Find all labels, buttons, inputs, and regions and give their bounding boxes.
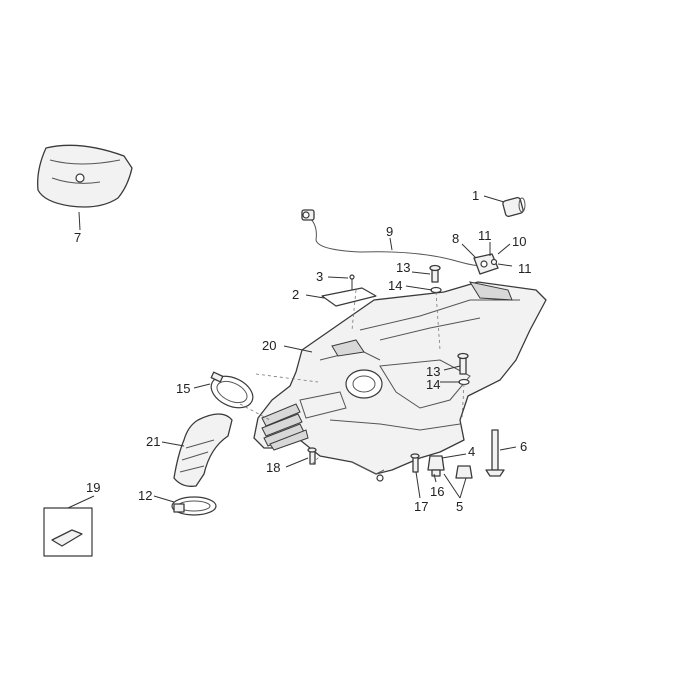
callout-13-lower: 13 [426, 364, 440, 379]
part-plug [502, 196, 526, 218]
callout-19: 19 [86, 480, 100, 495]
part-pin [485, 429, 505, 477]
part-screw-18 [307, 447, 317, 465]
callout-8: 8 [452, 231, 459, 246]
part-bag [37, 144, 133, 208]
part-cable [301, 209, 485, 267]
callout-14-lower: 14 [426, 377, 440, 392]
callout-18: 18 [266, 460, 280, 475]
callout-11-upper: 11 [478, 228, 492, 243]
part-clamp-12 [171, 496, 217, 516]
callout-21: 21 [146, 434, 160, 449]
callout-20: 20 [262, 338, 276, 353]
part-screw-3 [349, 274, 355, 290]
callout-12: 12 [138, 488, 152, 503]
callout-2: 2 [292, 287, 299, 302]
part-bolts-upper [429, 264, 442, 294]
callout-labels: 1 7 9 8 11 10 11 13 14 3 2 20 15 21 12 1… [74, 188, 532, 514]
callout-13-upper: 13 [396, 260, 410, 275]
part-bracket [473, 253, 499, 275]
callout-7: 7 [74, 230, 81, 245]
callout-11-lower: 11 [518, 261, 532, 276]
callout-16: 16 [430, 484, 444, 499]
callout-1: 1 [472, 188, 479, 203]
part-hose [173, 413, 233, 487]
callout-17: 17 [414, 499, 428, 514]
callout-4: 4 [468, 444, 475, 459]
callout-15: 15 [176, 381, 190, 396]
callout-9: 9 [386, 224, 393, 239]
part-main-panel [253, 281, 547, 482]
part-mounts [410, 453, 473, 479]
leader-lines [67, 195, 517, 509]
part-bolts-lower [457, 352, 470, 386]
callout-6: 6 [520, 439, 527, 454]
part-clamp-15 [210, 371, 254, 409]
callout-14-upper: 14 [388, 278, 402, 293]
callout-5: 5 [456, 499, 463, 514]
part-gasket [321, 287, 377, 307]
callout-3: 3 [316, 269, 323, 284]
callout-10: 10 [512, 234, 526, 249]
part-inset-box [43, 507, 93, 557]
